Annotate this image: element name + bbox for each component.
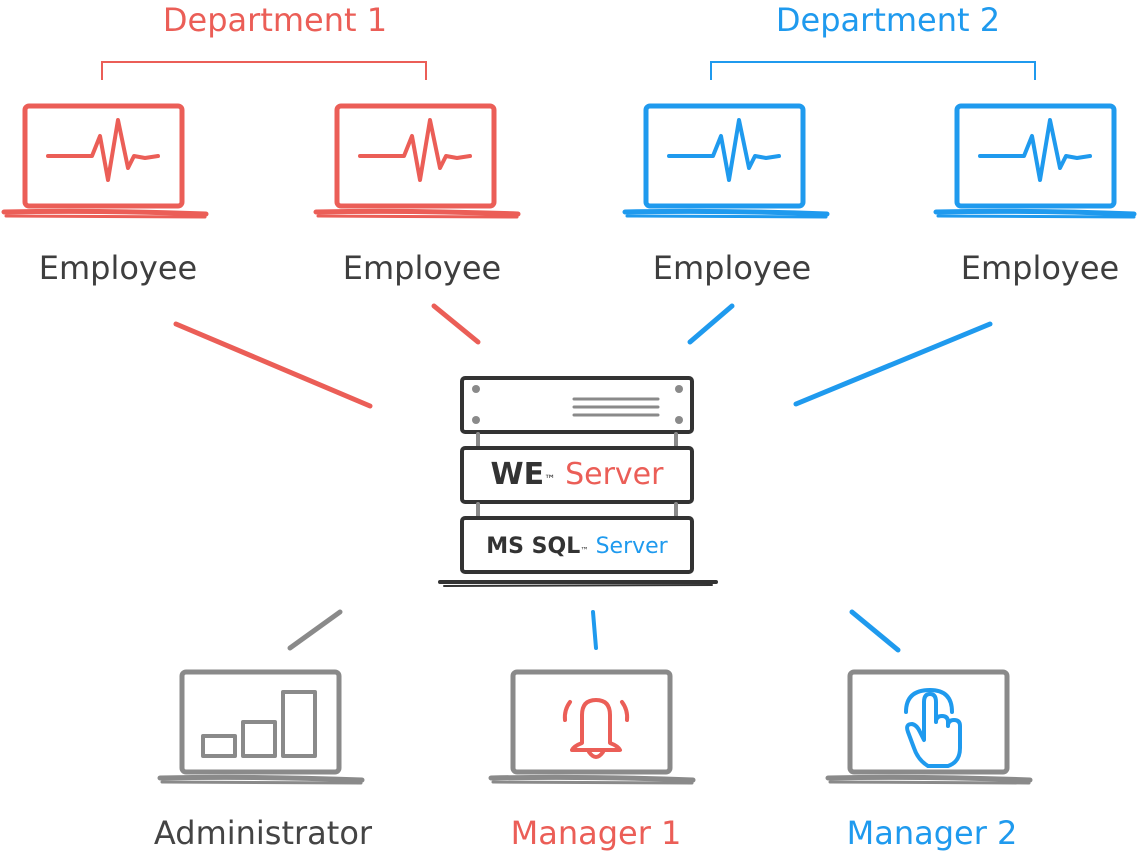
department-1-bracket [101,61,427,80]
employee-label-4: Employee [960,249,1120,287]
manager-2-laptop [825,669,1033,785]
employee-label-2: Employee [342,249,502,287]
department-2-label: Department 2 [775,1,1001,39]
heartbeat-icon [978,118,1092,182]
sql-brand: MS SQL [486,534,581,559]
department-1-label: Department 1 [162,1,388,39]
employee-label-1: Employee [38,249,198,287]
employee-laptop-1 [1,103,209,219]
server-unit-we [460,446,694,504]
we-server-suffix: Server [565,457,664,492]
server-unit-sql [460,516,694,574]
sql-server-suffix: Server [595,534,668,559]
employee-laptop-2 [313,103,521,219]
manager-1-laptop [488,669,696,785]
bell-icon [562,698,630,759]
server-unit-top [460,376,694,434]
department-2-bracket [710,61,1036,80]
manager-2-label: Manager 2 [846,814,1018,852]
employee-laptop-3 [622,103,830,219]
employee-laptop-4 [933,103,1137,219]
we-server-label: WE™ Server [462,455,692,495]
connection-lines [173,303,993,653]
employee-label-3: Employee [652,249,812,287]
sql-server-label: MS SQL™ Server [462,530,692,564]
heartbeat-icon [358,118,472,182]
manager-1-label: Manager 1 [510,814,682,852]
server-stack [438,376,718,587]
administrator-label: Administrator [153,814,373,852]
sql-trademark: ™ [580,544,589,555]
tap-hand-icon [904,688,962,768]
administrator-laptop [157,669,365,785]
we-brand: WE [490,457,545,492]
heartbeat-icon [667,118,781,182]
heartbeat-icon [46,118,160,182]
we-trademark: ™ [544,471,556,486]
bar-chart-icon [201,690,317,758]
